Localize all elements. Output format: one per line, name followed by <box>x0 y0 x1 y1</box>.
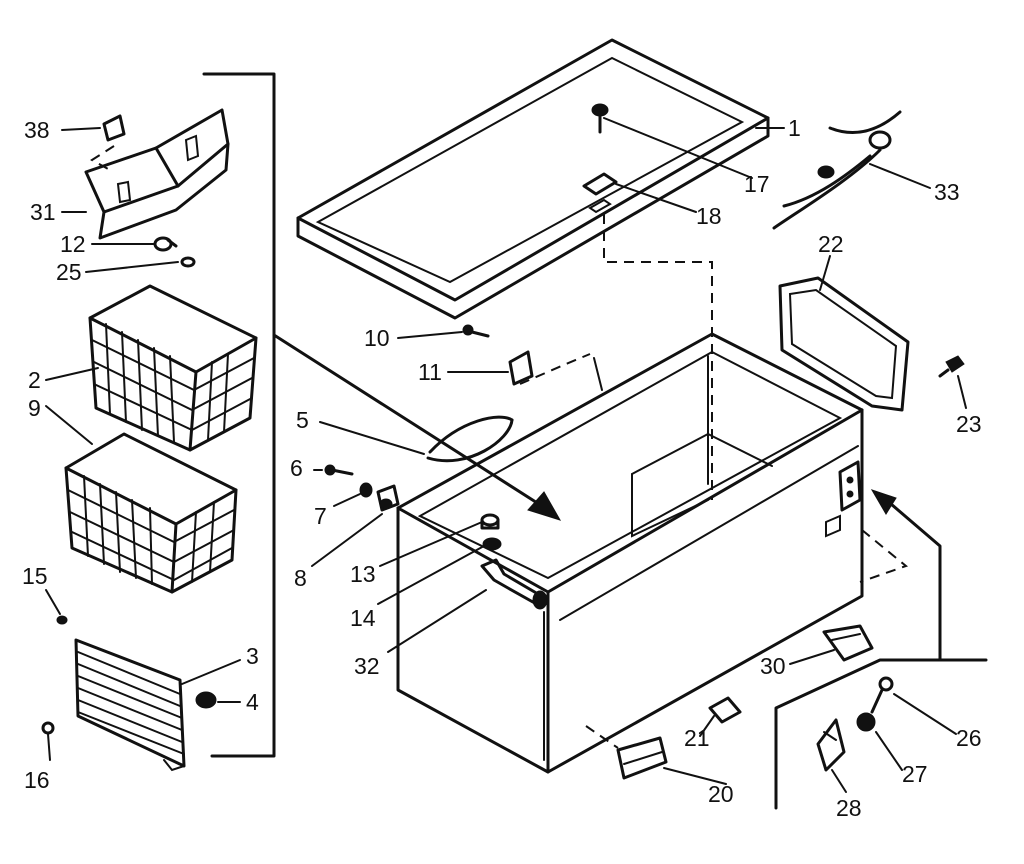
callout-20: 20 <box>708 781 734 807</box>
callout-21: 21 <box>684 725 710 751</box>
latch-30 <box>822 624 874 662</box>
lock-hinge-28 <box>816 718 846 772</box>
screw-10 <box>462 324 490 338</box>
bracket-11 <box>508 350 534 386</box>
assembly-arrowhead <box>527 491 562 521</box>
drain-tube <box>480 558 548 610</box>
callout-16: 16 <box>24 767 50 793</box>
callout-28: 28 <box>836 795 862 821</box>
basket-divider <box>84 108 230 240</box>
hinge-guide <box>859 529 909 583</box>
washer-7 <box>359 482 373 498</box>
basket-lower <box>64 432 238 594</box>
callout-10: 10 <box>364 325 390 351</box>
callout-14: 14 <box>350 605 376 631</box>
drain-washer <box>482 537 502 551</box>
assembly-arrow <box>272 333 544 508</box>
clip-guide <box>90 145 115 171</box>
divider-clip <box>102 114 126 142</box>
callout-11: 11 <box>418 359 442 385</box>
callout-17: 17 <box>744 171 770 197</box>
hinge-group-leader <box>882 496 942 662</box>
callout-38: 38 <box>24 117 50 143</box>
side-hinge <box>825 460 862 538</box>
callout-6: 6 <box>290 455 303 481</box>
washer-27 <box>856 712 876 732</box>
callout-13: 13 <box>350 561 376 587</box>
accessory-group-bracket <box>202 72 276 758</box>
callout-8: 8 <box>294 565 307 591</box>
cabinet <box>396 332 864 774</box>
callout-18: 18 <box>696 203 722 229</box>
callout-5: 5 <box>296 407 309 433</box>
grille-screw-top <box>56 615 68 625</box>
callout-27: 27 <box>902 761 928 787</box>
basket-screw <box>153 236 178 252</box>
lid-bolt <box>591 103 609 134</box>
callout-7: 7 <box>314 503 327 529</box>
drain-cap <box>480 513 500 530</box>
callout-3: 3 <box>246 643 259 669</box>
handle-assembly <box>426 357 603 463</box>
callout-25: 25 <box>56 259 82 285</box>
side-plug <box>938 355 965 378</box>
kickplate-20 <box>616 736 668 780</box>
screw-26 <box>870 676 894 714</box>
callout-31: 31 <box>30 199 56 225</box>
callout-9: 9 <box>28 395 41 421</box>
callout-2: 2 <box>28 367 41 393</box>
grille-screw-bottom <box>41 721 55 735</box>
callout-1: 1 <box>788 115 801 141</box>
lid-bracket-guide <box>603 214 713 500</box>
callout-32: 32 <box>354 653 380 679</box>
hinge-block-8 <box>376 484 400 512</box>
callout-15: 15 <box>22 563 48 589</box>
base-grille <box>74 638 186 772</box>
callout-33: 33 <box>934 179 960 205</box>
side-panel-gasket <box>778 276 910 412</box>
latch-hook-21 <box>708 696 742 724</box>
hinge-group-arrowhead <box>870 489 897 515</box>
kickplate-guide <box>585 725 619 749</box>
callout-23: 23 <box>956 411 982 437</box>
callout-22: 22 <box>818 231 844 257</box>
callout-30: 30 <box>760 653 786 679</box>
leader-lines <box>45 117 967 793</box>
callout-12: 12 <box>60 231 86 257</box>
callout-26: 26 <box>956 725 982 751</box>
basket-screw-cap <box>180 256 196 268</box>
screw-6 <box>324 464 354 476</box>
power-cord <box>772 110 902 230</box>
lid-bracket <box>582 172 618 214</box>
callout-labels: 38 31 12 25 2 9 15 3 4 16 5 6 7 8 10 11 … <box>22 115 982 821</box>
callout-4: 4 <box>246 689 259 715</box>
lid <box>296 38 770 320</box>
basket-upper <box>88 284 258 452</box>
grille-knob <box>195 691 217 709</box>
hinge-group-bracket <box>774 658 988 810</box>
